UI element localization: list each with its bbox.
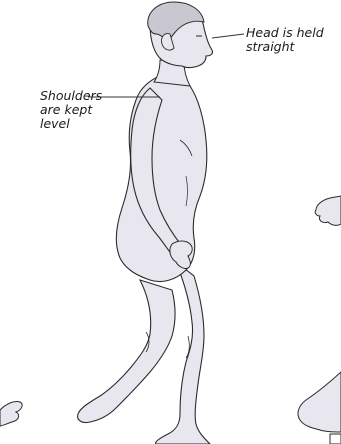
head-annotation: Head is held straight <box>246 26 324 54</box>
partial-foot-right <box>298 372 341 432</box>
shoulders-annotation-line-2: are kept <box>40 103 102 117</box>
partial-hand-right <box>315 196 341 225</box>
head-leader-line <box>212 34 244 38</box>
shoulders-annotation-line-3: level <box>40 117 102 131</box>
torso <box>116 75 206 281</box>
partial-object-corner <box>330 434 341 444</box>
head-annotation-line-2: straight <box>246 40 324 54</box>
partial-hand-left <box>0 401 22 426</box>
shoulders-annotation: Shoulders are kept level <box>40 89 102 131</box>
shoulders-annotation-line-1: Shoulders <box>40 89 102 103</box>
back-leg <box>78 280 175 423</box>
head-annotation-line-1: Head is held <box>246 26 324 40</box>
